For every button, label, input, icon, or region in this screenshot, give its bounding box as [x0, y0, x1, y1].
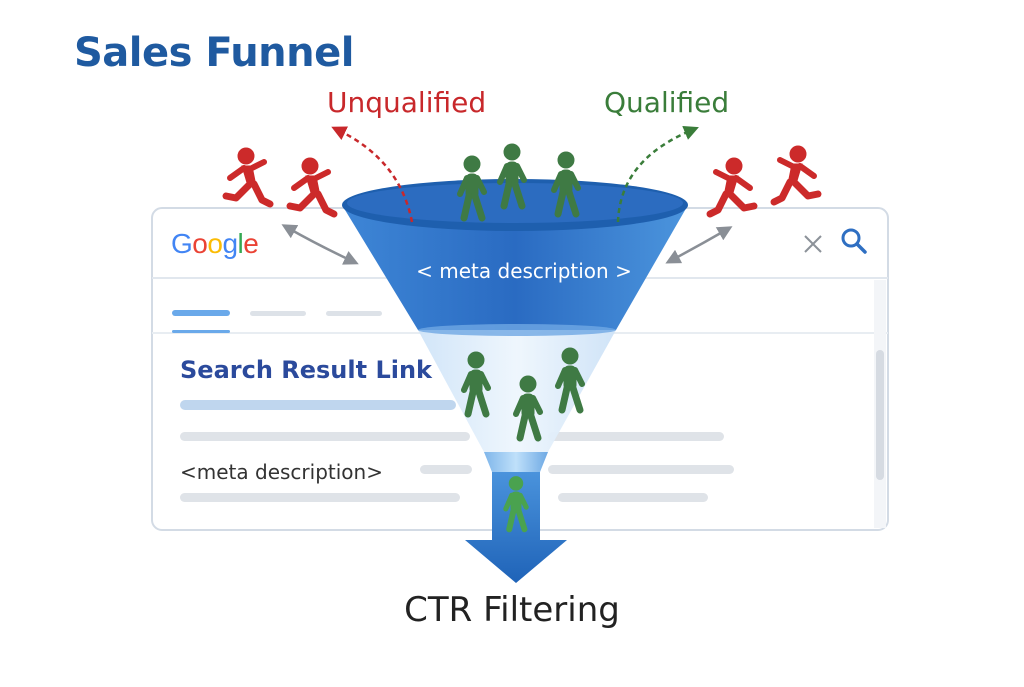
- down-arrow: [465, 472, 567, 583]
- unqualified-arrow: [331, 126, 414, 223]
- logo-letter: G: [171, 228, 193, 259]
- tab-placeholder[interactable]: [326, 311, 382, 316]
- funnel-meta-description: < meta description >: [416, 259, 632, 283]
- google-logo: Google: [171, 228, 259, 260]
- search-icon[interactable]: [841, 228, 867, 254]
- unqualified-person-icon: [774, 146, 818, 202]
- snippet-line: [420, 465, 472, 474]
- snippet-line: [548, 432, 724, 441]
- result-meta-description: <meta description>: [180, 460, 383, 484]
- snippet-line: [180, 493, 460, 502]
- tab-underline: [172, 330, 230, 333]
- snippet-line: [180, 432, 470, 441]
- tab-placeholder[interactable]: [250, 311, 306, 316]
- left-double-arrow: [281, 224, 359, 265]
- tab-active[interactable]: [172, 310, 230, 316]
- qualified-arrow: [616, 125, 699, 223]
- close-icon[interactable]: [804, 235, 822, 253]
- result-url-line: [180, 400, 456, 410]
- logo-letter: o: [207, 228, 223, 259]
- unqualified-person-icon: [710, 158, 754, 214]
- logo-letter: g: [222, 228, 238, 259]
- page-title: Sales Funnel: [74, 30, 354, 76]
- snippet-line: [548, 465, 734, 474]
- search-result-link[interactable]: Search Result Link: [180, 356, 433, 384]
- qualified-label: Qualified: [604, 86, 730, 119]
- logo-letter: l: [237, 228, 244, 259]
- unqualified-person-icon: [226, 148, 270, 204]
- right-double-arrow: [665, 226, 733, 264]
- unqualified-label: Unqualified: [327, 86, 487, 119]
- ctr-filtering-label: CTR Filtering: [404, 590, 620, 630]
- snippet-line: [558, 493, 708, 502]
- unqualified-person-icon: [290, 158, 334, 214]
- logo-letter: o: [192, 228, 208, 259]
- scrollbar-thumb[interactable]: [876, 350, 884, 480]
- logo-letter: e: [243, 228, 259, 259]
